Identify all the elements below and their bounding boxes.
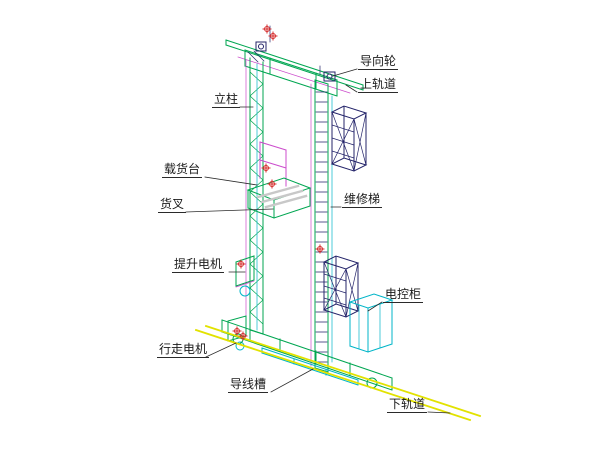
electric-control-cabinet — [348, 293, 394, 353]
upper-rail — [225, 39, 364, 94]
label-lifting-motor: 提升电机 — [172, 257, 225, 273]
lifting-motor — [235, 255, 255, 297]
label-guide-wheel: 导向轮 — [358, 54, 399, 70]
guide-wheel — [255, 41, 336, 82]
red-markers — [232, 24, 325, 341]
label-lower-rail: 下轨道 — [387, 397, 428, 413]
lower-rail — [194, 324, 482, 422]
maintenance-ladder-cages — [322, 105, 368, 318]
label-cargo-platform: 载货台 — [162, 162, 203, 178]
right-mast — [310, 79, 333, 373]
label-column: 立柱 — [212, 92, 241, 108]
label-wire-duct: 导线槽 — [228, 377, 269, 393]
cargo-platform — [246, 141, 312, 219]
label-upper-rail: 上轨道 — [358, 77, 399, 93]
label-control-cabinet: 电控柜 — [383, 287, 424, 303]
label-maintenance-ladder: 维修梯 — [342, 192, 383, 208]
label-fork: 货叉 — [158, 197, 187, 213]
fork — [256, 184, 308, 209]
leader-lines — [185, 68, 451, 414]
label-travel-motor: 行走电机 — [157, 342, 210, 358]
